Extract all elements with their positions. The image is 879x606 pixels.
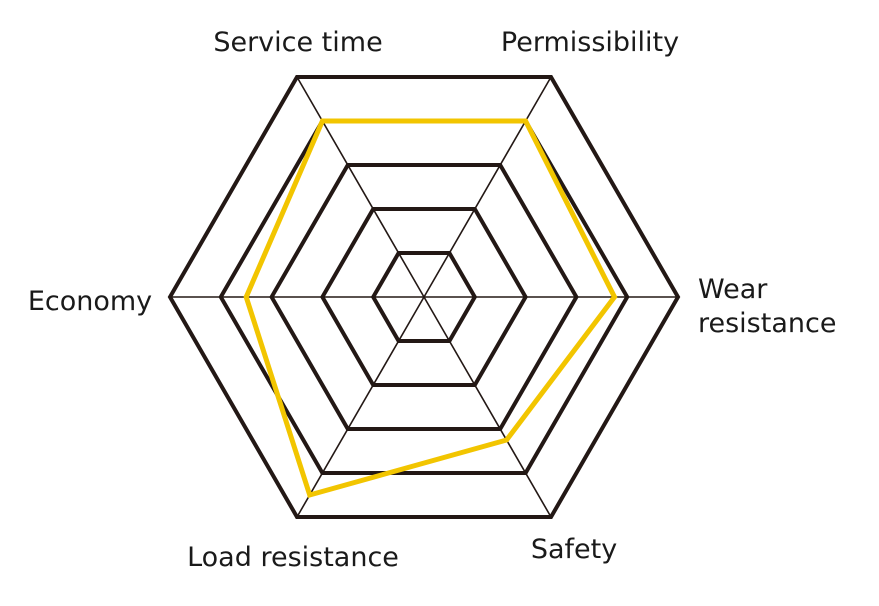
axis-spoke-1 xyxy=(296,76,425,298)
axis-spoke-5 xyxy=(296,296,425,518)
axis-label-service-time: Service time xyxy=(213,27,382,58)
axis-label-economy: Economy xyxy=(28,286,152,317)
series-polygon-1 xyxy=(243,118,618,499)
axis-label-safety: Safety xyxy=(531,534,617,565)
series-layer xyxy=(243,118,618,499)
axis-spoke-4 xyxy=(423,296,552,518)
axis-label-load-resistance: Load resistance xyxy=(187,542,399,573)
axis-spoke-2 xyxy=(423,76,552,298)
axis-spokes xyxy=(170,76,678,518)
axis-label-wear: Wear xyxy=(698,274,768,305)
axis-label-permissibility: Permissibility xyxy=(501,27,679,58)
axis-label-resistance: resistance xyxy=(698,308,836,339)
